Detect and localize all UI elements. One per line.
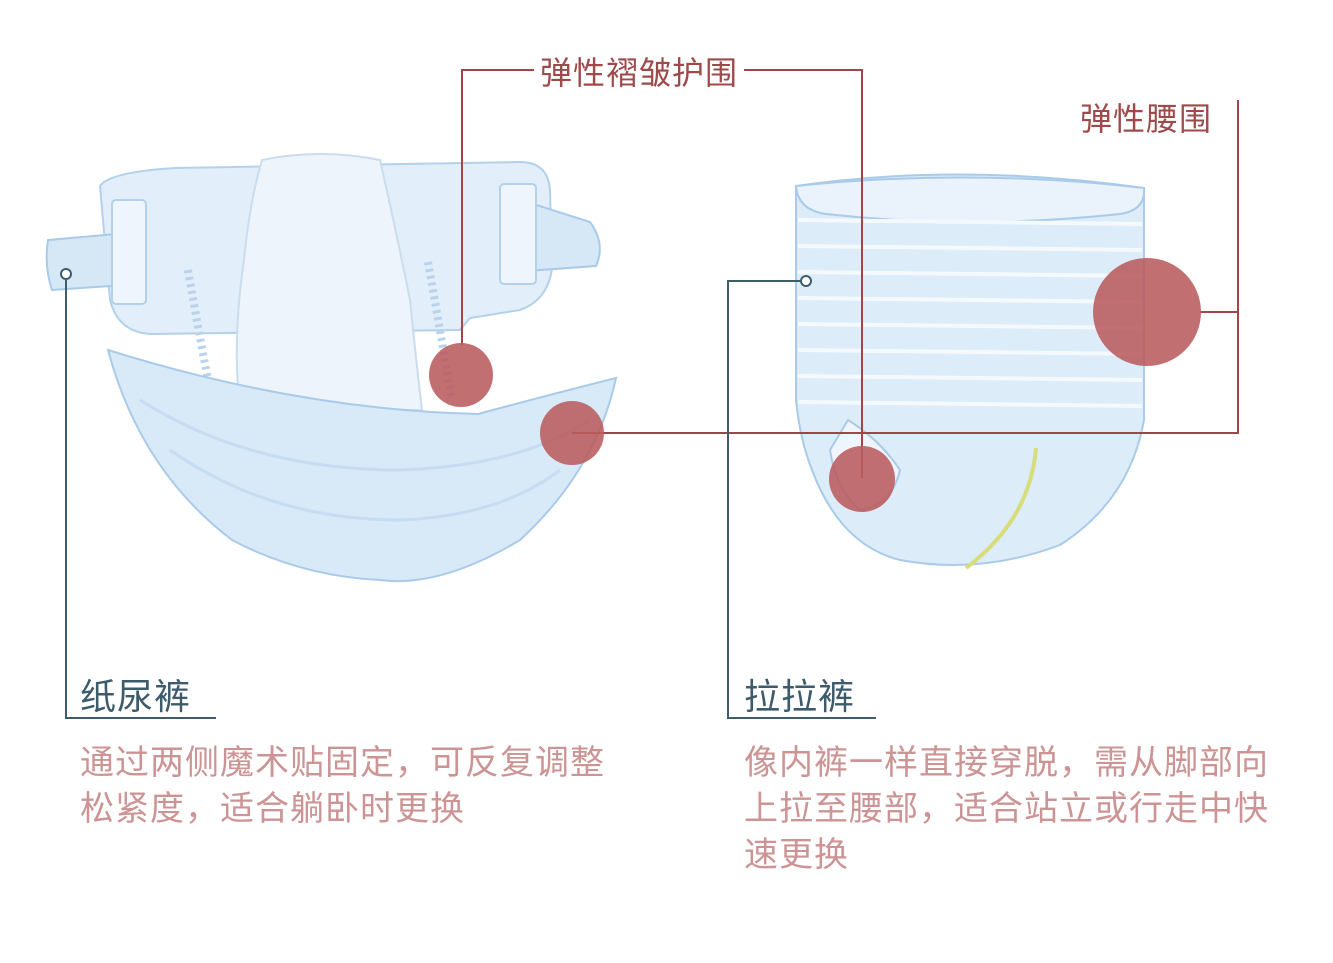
pants-wetness-indicator [964, 447, 1038, 570]
callout-elastic-waistband: 弹性腰围 [1074, 94, 1219, 140]
waistband-marker-diaper [540, 401, 604, 465]
leak-guard-marker-diaper [429, 343, 493, 407]
diaper-right-tape-hook [499, 183, 537, 285]
tape-diaper-illustration [45, 153, 618, 583]
diaper-description: 通过两侧魔术贴固定，可反复调整松紧度，适合躺卧时更换 [80, 743, 605, 829]
pants-pointer-line [727, 280, 876, 719]
diaper-left-tape-hook [111, 199, 147, 305]
diaper-front-panel [106, 348, 618, 583]
diaper-front-panel-texture [139, 398, 591, 522]
waistband-connector-line [572, 312, 1239, 434]
diaper-leak-guard-right [424, 261, 456, 401]
diaper-title: 纸尿裤 [80, 677, 192, 718]
pants-title: 拉拉裤 [744, 677, 856, 718]
pants-waist-opening [794, 176, 1146, 223]
pants-description: 像内裤一样直接穿脱，需从脚部向上拉至腰部，适合站立或行走中快速更换 [744, 743, 1269, 875]
diaper-absorbent-core [235, 153, 424, 414]
pants-pointer-dot [800, 275, 812, 287]
diaper-leak-guard-left [184, 269, 216, 401]
callout-elastic-leak-guard: 弹性褶皱护围 [534, 48, 745, 94]
diaper-pointer-line [65, 274, 216, 719]
pants-waistband-stripes [797, 218, 1143, 408]
diaper-pointer-dot [60, 268, 72, 280]
waistband-marker-pants [1093, 258, 1201, 366]
leak-guard-marker-pants [829, 446, 895, 512]
markers [60, 258, 1201, 512]
